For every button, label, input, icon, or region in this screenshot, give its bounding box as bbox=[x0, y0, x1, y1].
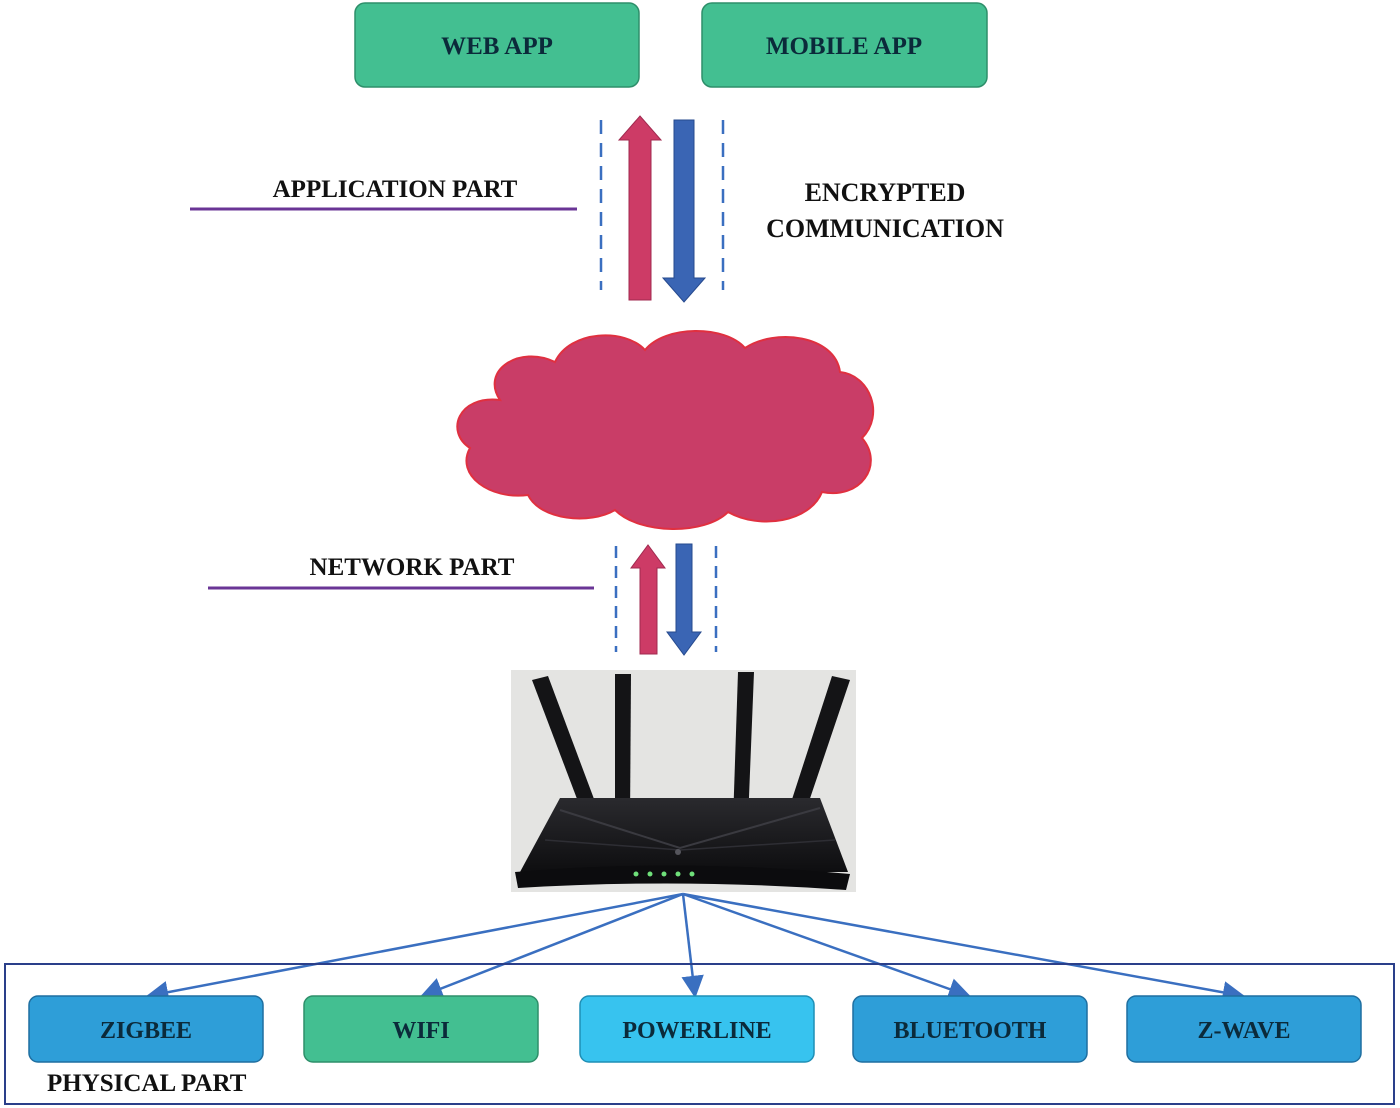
protocol-label-zigbee: ZIGBEE bbox=[100, 1018, 192, 1044]
mobile-app-label: MOBILE APP bbox=[766, 33, 922, 60]
application-part-label: APPLICATION PART bbox=[273, 176, 518, 203]
mobile-app-box: MOBILE APP bbox=[701, 2, 988, 88]
lower-down-arrow bbox=[666, 543, 702, 656]
encrypted-label-line2: COMMUNICATION bbox=[766, 214, 1004, 243]
network-part-label: NETWORK PART bbox=[310, 554, 515, 581]
web-app-box: WEB APP bbox=[354, 2, 640, 88]
lower-up-arrow bbox=[630, 544, 666, 655]
protocol-label-bluetooth: BLUETOOTH bbox=[894, 1018, 1047, 1044]
connector-zigbee bbox=[145, 892, 684, 1004]
protocol-box-powerline: POWERLINE bbox=[579, 995, 815, 1063]
router-image bbox=[511, 670, 856, 892]
physical-part-label: PHYSICAL PART bbox=[47, 1070, 247, 1097]
protocol-box-zwave: Z-WAVE bbox=[1126, 995, 1362, 1063]
connector-powerline bbox=[681, 893, 704, 999]
connector-bluetooth bbox=[682, 892, 972, 1000]
encrypted-label-line1: ENCRYPTED bbox=[805, 178, 966, 207]
upper-up-arrow bbox=[617, 115, 663, 301]
physical-part-container bbox=[4, 963, 1395, 1105]
protocol-label-wifi: WIFI bbox=[392, 1018, 449, 1044]
cloud-icon bbox=[456, 330, 875, 530]
protocol-box-bluetooth: BLUETOOTH bbox=[852, 995, 1088, 1063]
protocol-box-wifi: WIFI bbox=[303, 995, 539, 1063]
protocol-label-powerline: POWERLINE bbox=[622, 1018, 771, 1044]
web-app-label: WEB APP bbox=[441, 33, 553, 60]
connector-wifi bbox=[419, 892, 684, 1000]
connector-zwave bbox=[682, 892, 1246, 1004]
protocol-label-zwave: Z-WAVE bbox=[1198, 1018, 1291, 1044]
upper-down-arrow bbox=[661, 119, 707, 303]
protocol-box-zigbee: ZIGBEE bbox=[28, 995, 264, 1063]
